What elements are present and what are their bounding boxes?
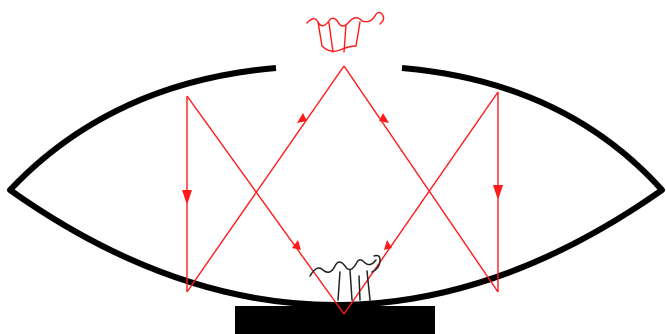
lower-mirror-base [235,306,435,334]
image-figure [307,12,384,52]
arrow-right-vertical [493,185,503,200]
ray-left-up [187,96,344,314]
arrow-right-upper [379,113,389,123]
arrow-left-vertical [182,190,192,205]
lower-mirror [10,190,662,305]
arrow-left-lower [292,240,301,250]
light-rays [187,66,498,314]
ray-right-up [344,92,498,314]
ray-right-cross [344,66,498,292]
upper-mirror-right-half [402,68,662,190]
arrow-right-lower [384,240,392,250]
ray-left-cross [187,66,344,292]
upper-mirror-left-half [10,68,276,190]
image-icon [307,12,384,52]
